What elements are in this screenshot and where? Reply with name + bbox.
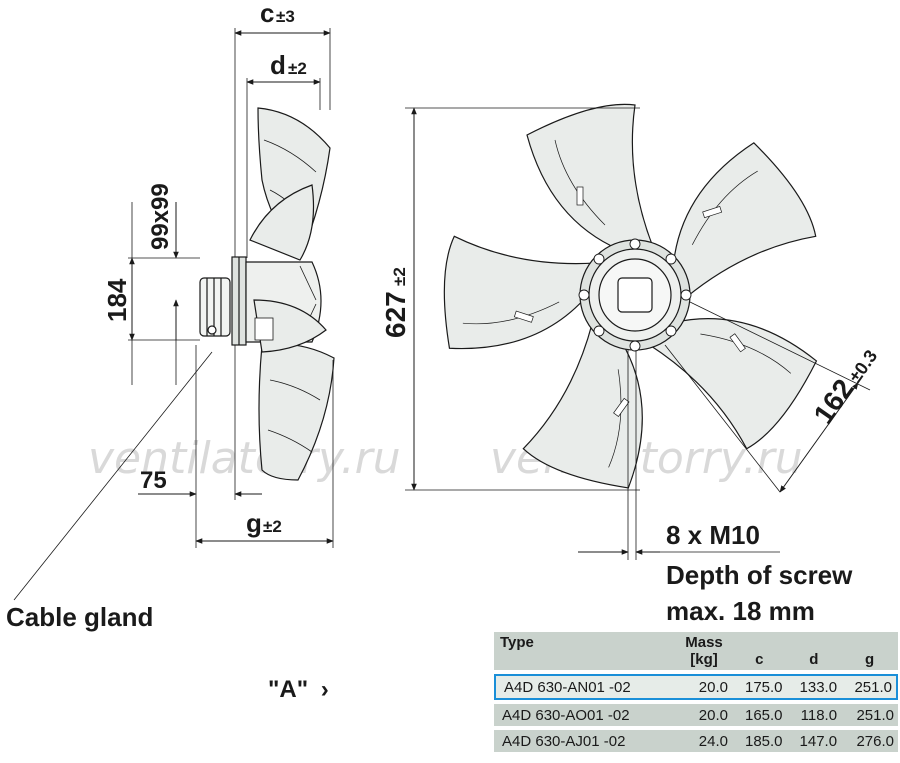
cell-mass: 20.0	[676, 674, 732, 700]
cable-gland-label: Cable gland	[6, 602, 154, 632]
table-row[interactable]: A4D 630-AJ01 -02 24.0 185.0 147.0 276.0	[494, 730, 898, 752]
cell-c: 175.0	[732, 674, 787, 700]
cell-type: A4D 630-AJ01 -02	[494, 730, 676, 752]
dim-627: 627	[380, 291, 411, 338]
dim-627-tol: ±2	[390, 267, 409, 286]
header-mass-line1: Mass	[685, 634, 723, 651]
front-view	[443, 103, 818, 489]
view-a-text: "A"	[268, 676, 309, 703]
table-row[interactable]: A4D 630-AO01 -02 20.0 165.0 118.0 251.0	[494, 704, 898, 726]
header-mass-line2: [kg]	[690, 651, 718, 668]
cell-d: 147.0	[786, 730, 842, 752]
dim-184: 184	[102, 278, 132, 322]
front-dimensions	[405, 107, 871, 560]
header-c: c	[732, 632, 787, 670]
header-g: g	[841, 632, 898, 670]
dim-g-label: g	[246, 508, 262, 538]
cell-g: 276.0	[841, 730, 898, 752]
dim-square: 99x99	[147, 183, 174, 250]
cell-g: 251.0	[841, 674, 898, 700]
view-a-arrow-icon: ›	[320, 676, 329, 703]
dim-162: 162	[808, 373, 860, 429]
screw-depth-note-1: Depth of screw	[666, 560, 853, 590]
cell-mass: 20.0	[676, 704, 732, 726]
watermark-left: ventilatorry.ru	[88, 433, 401, 484]
dim-c-label: c	[260, 0, 274, 28]
dim-d-label: d	[270, 50, 286, 80]
spec-table: Type Mass [kg] c d g A4D 630-AN01 -02 20…	[494, 628, 898, 756]
cell-c: 165.0	[732, 704, 787, 726]
cell-c: 185.0	[732, 730, 787, 752]
side-dimensions	[13, 30, 334, 601]
dim-75: 75	[140, 467, 167, 494]
screw-count-note: 8 x M10	[666, 520, 760, 550]
table-row[interactable]: A4D 630-AN01 -02 20.0 175.0 133.0 251.0	[494, 674, 898, 700]
dim-c-tol: ±3	[276, 7, 295, 26]
view-a-label: "A" ›	[268, 678, 329, 702]
cell-g: 251.0	[841, 704, 898, 726]
dim-d-tol: ±2	[288, 59, 307, 78]
dim-g-tol: ±2	[263, 517, 282, 536]
cell-d: 133.0	[786, 674, 842, 700]
header-mass: Mass [kg]	[676, 632, 732, 670]
header-type: Type	[494, 632, 676, 670]
table-header-row: Type Mass [kg] c d g	[494, 632, 898, 670]
side-view	[199, 28, 335, 481]
cell-d: 118.0	[786, 704, 842, 726]
cell-mass: 24.0	[676, 730, 732, 752]
header-d: d	[786, 632, 842, 670]
cell-type: A4D 630-AN01 -02	[494, 674, 676, 700]
cell-type: A4D 630-AO01 -02	[494, 704, 676, 726]
screw-depth-note-2: max. 18 mm	[666, 596, 815, 626]
